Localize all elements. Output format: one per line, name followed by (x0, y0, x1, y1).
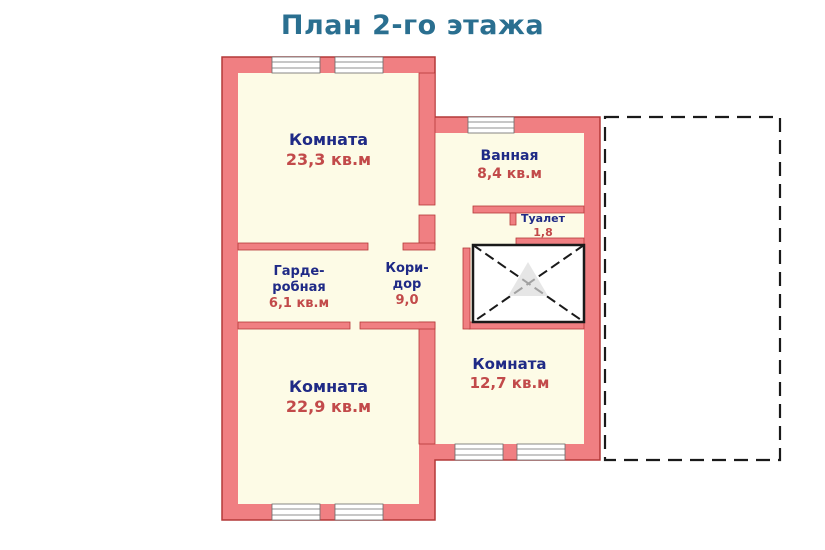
corridor-name-line2: дор (392, 276, 422, 292)
room-right-label: Комната 12,7 кв.м (435, 355, 584, 393)
corridor-label: Кори- дор 9,0 (368, 261, 446, 309)
window-bottom-left (271, 503, 321, 521)
window-top-right (334, 56, 384, 74)
window-bottom-right (334, 503, 384, 521)
toilet-name: Туалет (521, 212, 565, 225)
toilet-area: 1,8 (533, 226, 553, 240)
window-right-room-right (516, 443, 566, 461)
bathroom-label: Ванная 8,4 кв.м (435, 148, 584, 183)
room-top-name: Комната (288, 130, 369, 149)
window-bathroom (467, 116, 515, 134)
interior-walls (237, 72, 585, 445)
window-right-room-left (454, 443, 504, 461)
plan-title: План 2-го этажа (280, 10, 545, 41)
room-bottom-area: 22,9 кв.м (285, 397, 372, 416)
room-right-area: 12,7 кв.м (469, 373, 550, 392)
toilet-label: Туалет 1,8 (511, 212, 575, 241)
room-top-area: 23,3 кв.м (285, 150, 372, 169)
floor-area (238, 73, 584, 504)
corridor-area: 9,0 (395, 292, 419, 308)
windows (271, 56, 566, 521)
bathroom-name: Ванная (480, 148, 539, 164)
corridor-name-line1: Кори- (385, 261, 429, 276)
wardrobe-name-line1: Гарде- (273, 264, 325, 279)
terrace-outline (603, 115, 782, 462)
wardrobe-name-line2: робная (272, 279, 326, 295)
bathroom-area: 8,4 кв.м (477, 165, 542, 182)
window-top-left (271, 56, 321, 74)
room-right-name: Комната (472, 355, 547, 373)
stair-opening (471, 243, 586, 324)
room-bottom-name: Комната (288, 377, 369, 396)
wardrobe-label: Гарде- робная 6,1 кв.м (244, 264, 354, 312)
wardrobe-area: 6,1 кв.м (268, 295, 330, 311)
room-top-label: Комната 23,3 кв.м (238, 130, 419, 170)
room-bottom-label: Комната 22,9 кв.м (238, 377, 419, 417)
